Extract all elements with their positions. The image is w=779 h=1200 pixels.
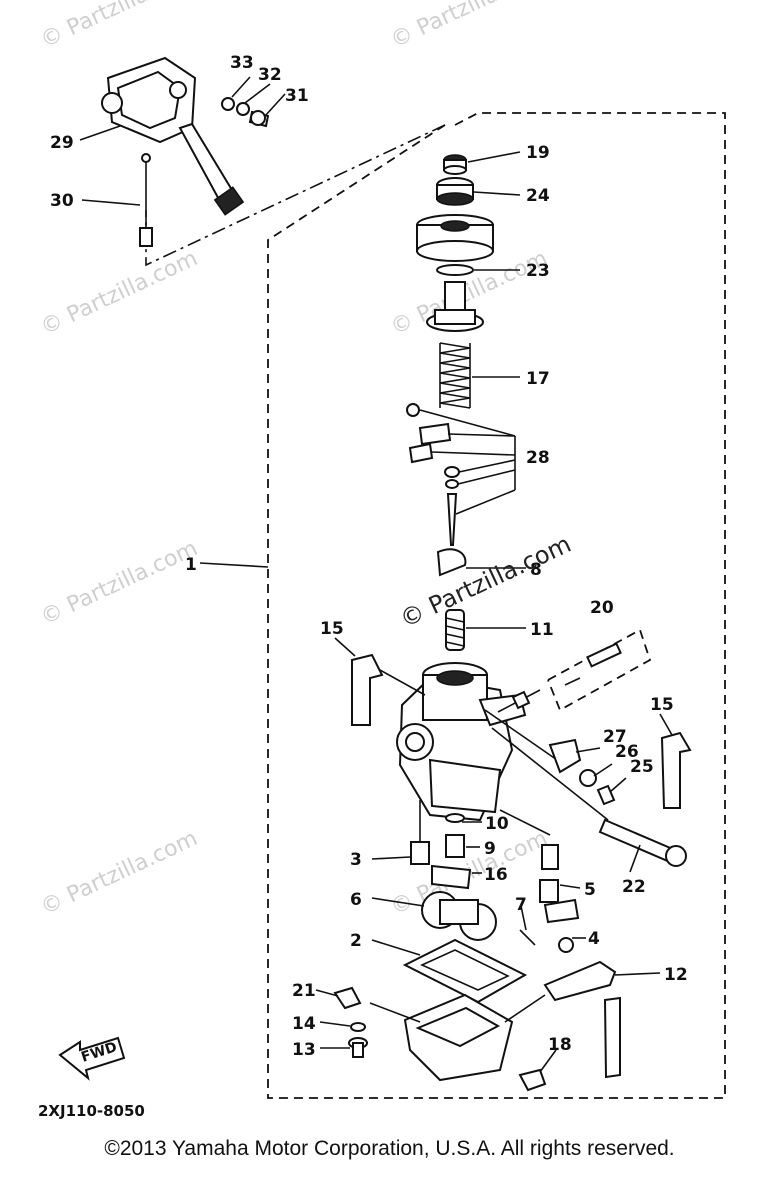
callout-19: 19 bbox=[526, 143, 550, 163]
diagram-code: 2XJ110-8050 bbox=[38, 1102, 145, 1120]
callout-6: 6 bbox=[350, 890, 362, 910]
drain-screw-18 bbox=[518, 1068, 547, 1092]
washer-14 bbox=[350, 1022, 366, 1032]
float-chamber-gasket-2 bbox=[402, 938, 528, 1004]
callout-29: 29 bbox=[50, 133, 74, 153]
callout-28: 28 bbox=[526, 448, 550, 468]
watermark-text: © Partzilla.com bbox=[37, 536, 201, 630]
callout-32: 32 bbox=[258, 65, 282, 85]
callout-24: 24 bbox=[526, 186, 550, 206]
callout-3: 3 bbox=[350, 850, 362, 870]
callout-4: 4 bbox=[588, 929, 600, 949]
callout-18: 18 bbox=[548, 1035, 572, 1055]
throttle-housing bbox=[101, 56, 245, 247]
fwd-arrow-icon: FWD bbox=[58, 1036, 126, 1081]
carburetor-body bbox=[396, 662, 609, 822]
callout-10: 10 bbox=[485, 814, 509, 834]
small-spring-20 bbox=[511, 690, 531, 710]
callout-17: 17 bbox=[526, 369, 550, 389]
gasket-inner-edge bbox=[420, 949, 510, 991]
cap-19 bbox=[443, 154, 467, 175]
float-bowl bbox=[369, 993, 546, 1082]
assembly-boundary bbox=[267, 112, 726, 1099]
jet-needle-set-28 bbox=[406, 403, 460, 546]
callout-2: 2 bbox=[350, 931, 362, 951]
callout-23: 23 bbox=[526, 261, 550, 281]
washer-26 bbox=[579, 769, 597, 787]
screw-13 bbox=[348, 1037, 368, 1058]
callout-15-left: 15 bbox=[320, 619, 344, 639]
vent-hose-right-15 bbox=[660, 731, 692, 809]
float-6 bbox=[421, 891, 497, 941]
callout-22: 22 bbox=[622, 877, 646, 897]
throttle-stop-screw-22 bbox=[598, 818, 687, 867]
callout-16: 16 bbox=[484, 865, 508, 885]
callout-21: 21 bbox=[292, 981, 316, 1001]
watermark-text: © Partzilla.com bbox=[37, 0, 201, 53]
seal-24 bbox=[436, 177, 474, 206]
callout-5: 5 bbox=[584, 880, 596, 900]
callout-13: 13 bbox=[292, 1040, 316, 1060]
callout-8: 8 bbox=[530, 560, 542, 580]
lower-jets bbox=[410, 800, 580, 953]
clip-8 bbox=[436, 548, 467, 577]
watermark-text: © Partzilla.com bbox=[37, 246, 201, 340]
callout-27: 27 bbox=[603, 727, 627, 747]
bracket-27 bbox=[548, 738, 582, 774]
callout-20: 20 bbox=[590, 598, 614, 618]
callout-31: 31 bbox=[285, 86, 309, 106]
clamp-21 bbox=[333, 986, 362, 1010]
watermark-text: © Partzilla.com bbox=[387, 0, 551, 53]
callout-15-right: 15 bbox=[650, 695, 674, 715]
callout-12: 12 bbox=[664, 965, 688, 985]
callout-11: 11 bbox=[530, 620, 554, 640]
throttle-cable-link-line bbox=[145, 124, 446, 267]
vent-hose-left-15 bbox=[351, 653, 426, 726]
cable-holder-plate bbox=[426, 281, 484, 332]
callout-7: 7 bbox=[515, 895, 527, 915]
copyright-notice: ©2013 Yamaha Motor Corporation, U.S.A. A… bbox=[104, 1137, 675, 1160]
watermark-text: © Partzilla.com bbox=[37, 826, 201, 920]
callout-14: 14 bbox=[292, 1014, 316, 1034]
callout-25: 25 bbox=[630, 757, 654, 777]
callout-30: 30 bbox=[50, 191, 74, 211]
center-watermark: © Partzilla.com bbox=[396, 530, 576, 634]
callout-leaders bbox=[79, 76, 673, 1073]
callout-1: 1 bbox=[185, 555, 197, 575]
o-ring-23 bbox=[436, 264, 474, 276]
spring-17 bbox=[439, 342, 471, 409]
callout-labels: 33 32 31 29 30 19 24 23 17 28 1 8 11 15 … bbox=[50, 53, 688, 1060]
needle-jet-11 bbox=[445, 609, 465, 651]
callout-26: 26 bbox=[615, 742, 639, 762]
screw-25 bbox=[596, 784, 616, 806]
screw-washers-31-33 bbox=[221, 97, 270, 128]
callout-33: 33 bbox=[230, 53, 254, 73]
mixing-chamber-top-cap bbox=[416, 214, 494, 262]
drain-hose-12 bbox=[543, 960, 621, 1079]
callout-9: 9 bbox=[484, 839, 496, 859]
